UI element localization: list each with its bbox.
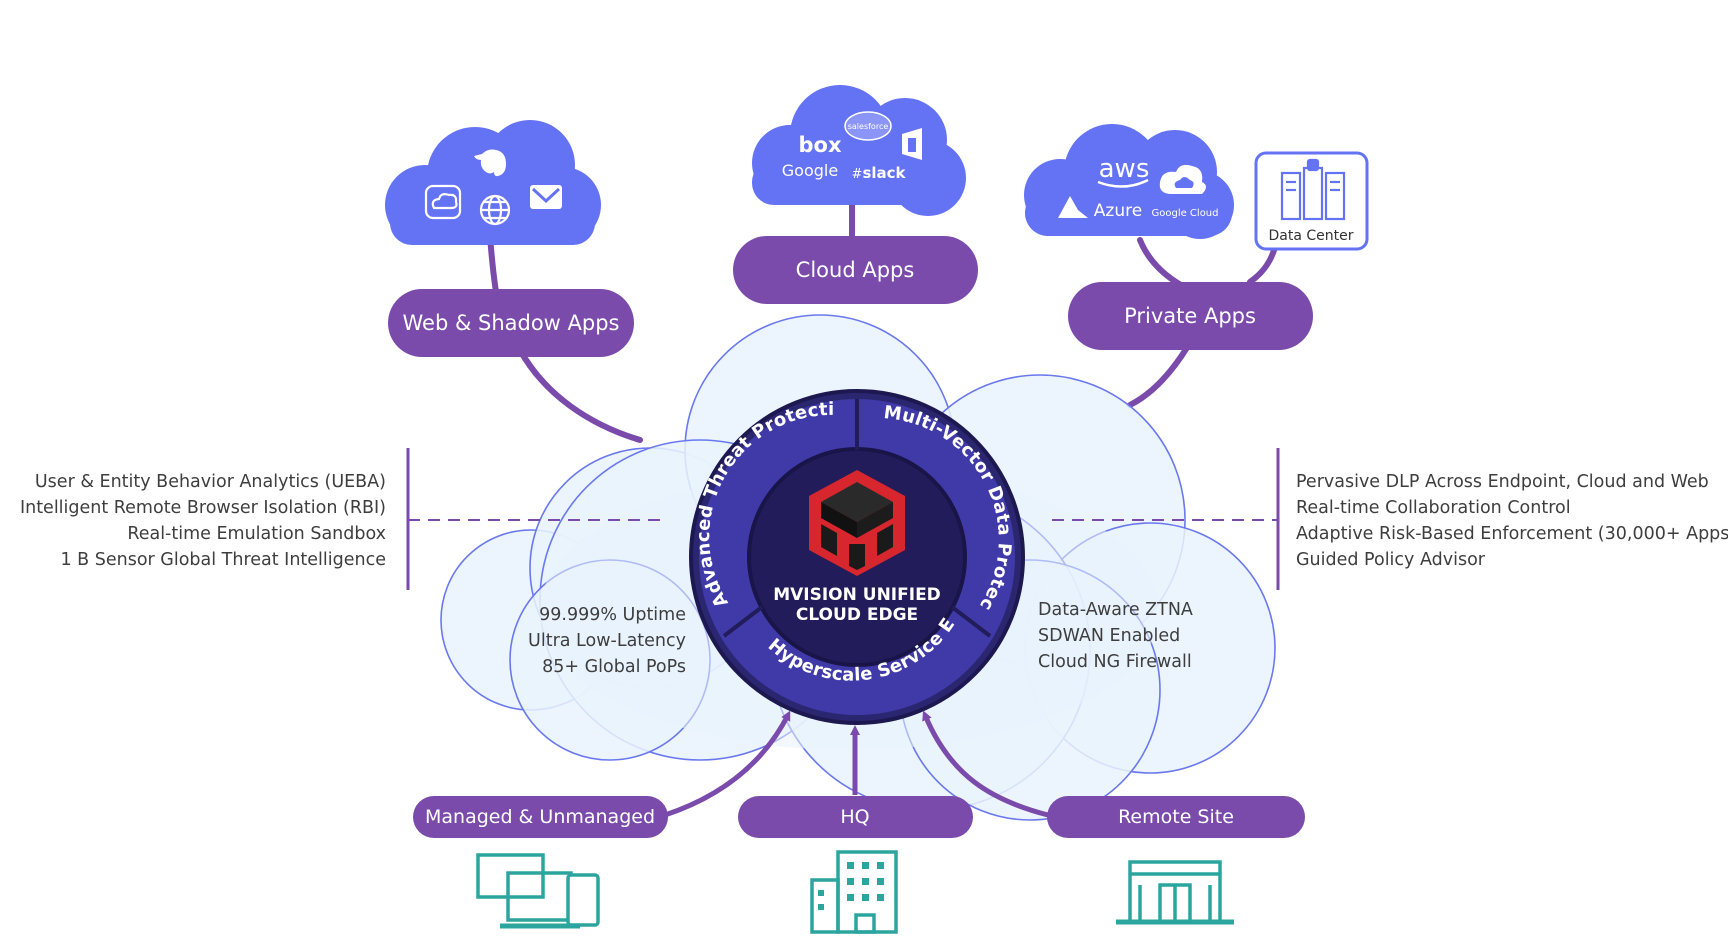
left-feature-list: User & Entity Behavior Analytics (UEBA) … [20, 472, 386, 570]
private-apps-pill [1068, 282, 1313, 350]
google-logo-icon: Google [782, 161, 838, 180]
left-feature-4: 1 B Sensor Global Threat Intelligence [60, 550, 386, 570]
google-cloud-label: Google Cloud [1151, 208, 1218, 219]
cloud-apps-cloud: box Google salesforce slack # [752, 85, 966, 216]
google-cloud-logo-icon [1159, 164, 1206, 194]
storefront-icon [1116, 860, 1234, 925]
cloud-apps-label: Cloud Apps [796, 258, 915, 282]
data-center-label: Data Center [1269, 228, 1354, 244]
managed-pill [413, 796, 668, 838]
category-pills: Web & Shadow Apps Cloud Apps Private App… [388, 236, 1313, 357]
right-feature-3: Adaptive Risk-Based Enforcement (30,000+… [1296, 524, 1728, 544]
data-center-box: Data Center [1254, 151, 1369, 251]
managed-label: Managed & Unmanaged [425, 806, 655, 828]
cloud-apps-pill [733, 236, 978, 304]
mvision-logo-icon [809, 470, 905, 576]
left-feature-2: Intelligent Remote Browser Isolation (RB… [20, 498, 386, 518]
aws-logo-icon: aws [1099, 154, 1150, 184]
core-title-line1: MVISION UNIFIED [773, 585, 941, 605]
box-logo-icon: box [798, 133, 841, 157]
hq-pill [738, 796, 973, 838]
pops-text: 85+ Global PoPs [542, 657, 686, 677]
private-apps-label: Private Apps [1124, 304, 1256, 328]
right-feature-4: Guided Policy Advisor [1296, 550, 1486, 570]
salesforce-logo-icon: salesforce [848, 122, 889, 131]
web-shadow-pill [388, 289, 634, 357]
left-feature-3: Real-time Emulation Sandbox [127, 524, 386, 544]
building-icon [810, 850, 898, 934]
hq-label: HQ [840, 806, 869, 828]
inner-left-list: 99.999% Uptime Ultra Low-Latency 85+ Glo… [528, 605, 686, 677]
source-arrows [664, 710, 1049, 818]
ngfw-text: Cloud NG Firewall [1038, 652, 1192, 672]
latency-text: Ultra Low-Latency [528, 631, 686, 651]
right-feature-1: Pervasive DLP Across Endpoint, Cloud and… [1296, 472, 1709, 492]
data-center-icon [1280, 158, 1346, 221]
slack-hash-icon: # [852, 167, 863, 182]
azure-logo-icon [1058, 196, 1088, 218]
remote-site-pill [1047, 796, 1305, 838]
devices-icon [476, 853, 600, 929]
slack-logo-icon: slack [862, 164, 906, 182]
remote-site-label: Remote Site [1118, 806, 1234, 828]
web-shadow-cloud [385, 120, 601, 245]
office-logo-icon [902, 128, 922, 160]
core-title-line2: CLOUD EDGE [796, 605, 918, 625]
cloud-icon-shape [431, 193, 458, 210]
evernote-icon [474, 149, 506, 177]
right-feature-list: Pervasive DLP Across Endpoint, Cloud and… [1296, 472, 1728, 570]
uptime-text: 99.999% Uptime [539, 605, 686, 625]
sdwan-text: SDWAN Enabled [1038, 626, 1180, 646]
inner-right-list: Data-Aware ZTNA SDWAN Enabled Cloud NG F… [1038, 600, 1193, 672]
cloud-icon [424, 184, 462, 220]
mail-icon [530, 185, 562, 209]
feature-brackets [406, 448, 1280, 590]
ztna-text: Data-Aware ZTNA [1038, 600, 1193, 620]
left-feature-1: User & Entity Behavior Analytics (UEBA) [35, 472, 386, 492]
web-shadow-label: Web & Shadow Apps [402, 311, 619, 335]
private-apps-cloud: aws Azure Google Cloud [1024, 124, 1234, 239]
azure-label: Azure [1094, 201, 1142, 221]
source-pills: Managed & Unmanaged HQ Remote Site [413, 796, 1305, 838]
right-feature-2: Real-time Collaboration Control [1296, 498, 1571, 518]
